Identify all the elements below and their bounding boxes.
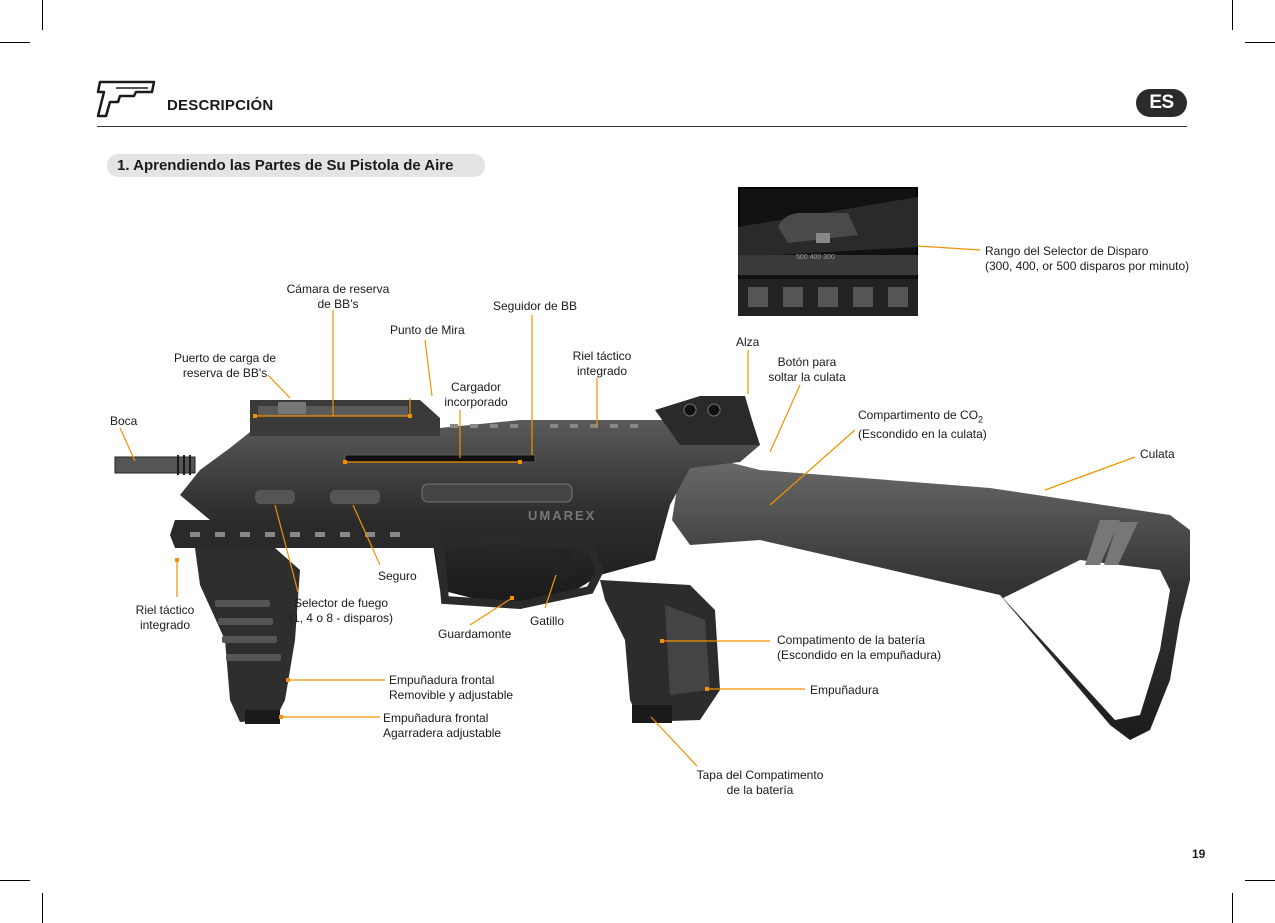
selector-inset-photo: 500 400 300 [736, 185, 920, 318]
header-divider [97, 126, 1187, 127]
label-gatillo: Gatillo [530, 614, 565, 628]
receiver-shape [180, 420, 760, 605]
section-heading: 1. Aprendiendo las Partes de Su Pistola … [107, 154, 485, 177]
label-selector-fuego: Selector de fuego(1, 4 o 8 - disparos) [288, 596, 394, 625]
brand-text: UMAREX [528, 508, 596, 523]
crop-mark [42, 893, 43, 923]
label-punto-mira: Punto de Mira [390, 323, 465, 337]
page-title: DESCRIPCIÓN [167, 97, 274, 114]
label-compartimento-co2: Compartimento de CO2 (Escondido en la cu… [858, 408, 987, 442]
label-compartimento-bateria: Compatimento de la batería(Escondido en … [777, 633, 942, 662]
label-alza: Alza [736, 335, 760, 349]
label-culata: Culata [1140, 447, 1175, 461]
stock-shape [672, 460, 1190, 740]
crop-mark [0, 42, 30, 43]
label-empunadura: Empuñadura [810, 683, 879, 697]
inset-scale-text: 500 400 300 [796, 254, 835, 261]
pistol-logo-icon [96, 80, 156, 118]
crop-mark [1232, 893, 1233, 923]
page-number: 19 [1192, 847, 1206, 861]
front-grip-shape [195, 548, 300, 722]
crop-mark [1232, 0, 1233, 30]
label-rango-selector: Rango del Selector de Disparo(300, 400, … [985, 244, 1190, 273]
label-seguro: Seguro [378, 569, 417, 583]
crop-mark [1245, 880, 1275, 881]
crop-mark [42, 0, 43, 30]
label-guardamonte: Guardamonte [438, 627, 512, 641]
label-seguidor-bb: Seguidor de BB [493, 299, 578, 313]
crop-mark [0, 880, 30, 881]
label-boca: Boca [110, 414, 138, 428]
language-badge: ES [1136, 89, 1187, 117]
crop-mark [1245, 42, 1275, 43]
